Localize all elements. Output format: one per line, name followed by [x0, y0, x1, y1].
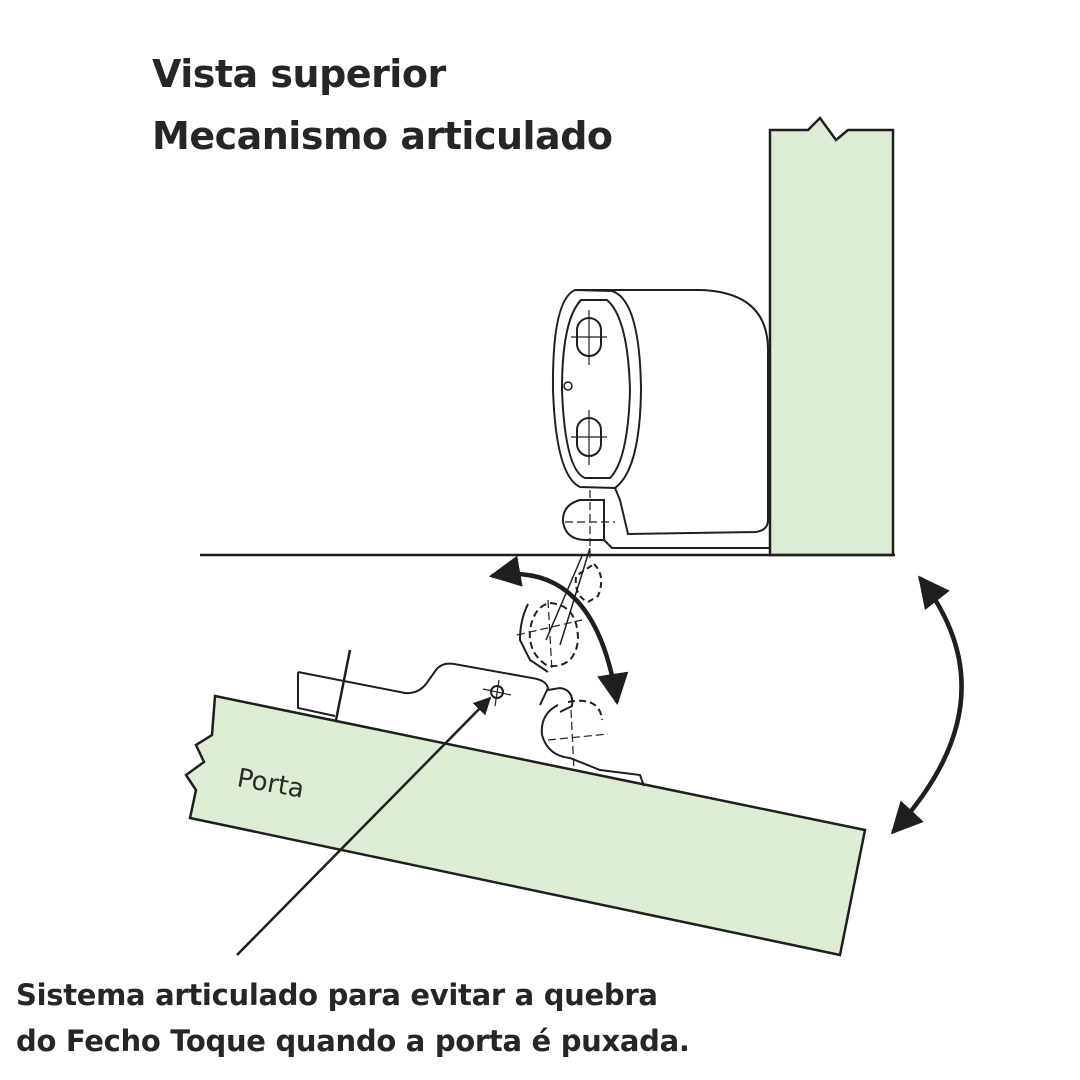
title-line-1: Vista superior	[152, 52, 446, 96]
linkage-rotation-arrow	[488, 555, 629, 706]
caption-line-2: do Fecho Toque quando a porta é puxada.	[16, 1024, 690, 1058]
caption-line-1: Sistema articulado para evitar a quebra	[16, 978, 658, 1012]
hinge-linkage-arm	[516, 547, 603, 673]
title-line-2: Mecanismo articulado	[152, 114, 613, 158]
door-swing-arrow	[890, 575, 964, 835]
cabinet-side-panel	[768, 116, 895, 557]
hinge-housing	[551, 288, 770, 560]
door-panel	[184, 694, 867, 957]
caption-leader-line	[236, 696, 492, 956]
